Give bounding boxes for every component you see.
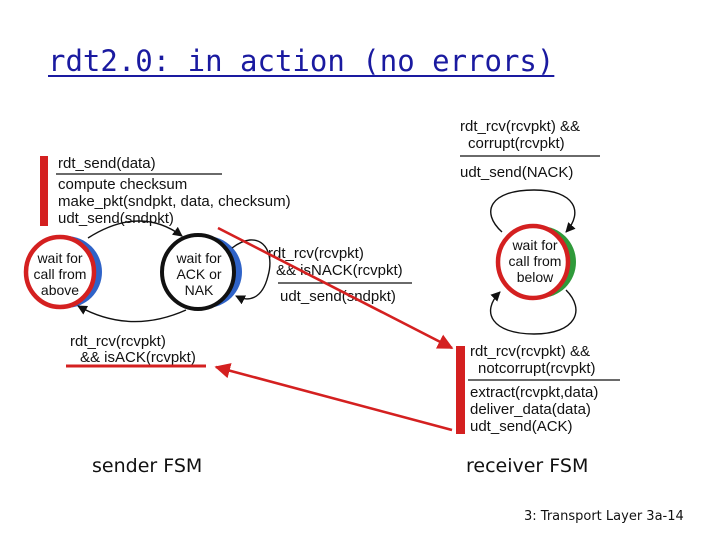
state-wait-ack-nak: wait for ACK or NAK	[160, 233, 242, 311]
transition-send-arrow	[87, 220, 183, 239]
send-action-1: compute checksum	[58, 176, 187, 193]
self-loop-nack-arrow	[231, 239, 271, 305]
state-wait-above-line-2: call from	[34, 266, 87, 282]
corrupt-event-line-2: corrupt(rcvpkt)	[468, 135, 565, 152]
send-event: rdt_send(data)	[58, 155, 156, 172]
sender-caption: sender FSM	[92, 455, 202, 477]
packet-flow-arrow	[217, 226, 454, 350]
send-action-2: make_pkt(sndpkt, data, checksum)	[58, 193, 291, 210]
ack-flow-arrow	[214, 363, 453, 432]
self-loop-corrupt-arrow	[490, 189, 576, 233]
receiver-fsm: rdt_rcv(rcvpkt) && corrupt(rcvpkt) udt_s…	[456, 118, 620, 477]
sender-fsm: wait for call from above wait for ACK or…	[23, 155, 412, 477]
send-action-3: udt_send(sndpkt)	[58, 210, 174, 227]
state-wait-call-above: wait for call from above	[23, 234, 102, 310]
ack-event-line-1: rdt_rcv(rcvpkt)	[70, 333, 166, 350]
state-wait-below-line-3: below	[517, 269, 554, 285]
nack-event-line-2: && isNACK(rcvpkt)	[276, 262, 403, 279]
receiver-caption: receiver FSM	[466, 455, 588, 477]
state-wait-below-line-1: wait for	[511, 237, 557, 253]
self-loop-ok-arrow	[489, 289, 577, 335]
receive-highlight-bar	[456, 346, 465, 434]
state-wait-below-line-2: call from	[509, 253, 562, 269]
state-wait-ack-line-1: wait for	[175, 250, 221, 266]
state-wait-above-line-1: wait for	[36, 250, 82, 266]
nack-action: udt_send(sndpkt)	[280, 288, 396, 305]
state-wait-above-line-3: above	[41, 282, 79, 298]
state-wait-call-below: wait for call from below	[495, 223, 576, 301]
corrupt-event-line-1: rdt_rcv(rcvpkt) &&	[460, 118, 580, 135]
transition-ack-arrow	[77, 305, 187, 323]
nack-event-line-1: rdt_rcv(rcvpkt)	[268, 245, 364, 262]
ack-event-line-2: && isACK(rcvpkt)	[80, 349, 196, 366]
state-wait-ack-line-2: ACK or	[176, 266, 221, 282]
state-wait-ack-line-3: NAK	[185, 282, 214, 298]
ok-action-1: extract(rcvpkt,data)	[470, 384, 598, 401]
corrupt-action: udt_send(NACK)	[460, 164, 573, 181]
ok-action-3: udt_send(ACK)	[470, 418, 573, 435]
slide-footer: 3: Transport Layer 3a-14	[524, 509, 684, 524]
ok-event-line-1: rdt_rcv(rcvpkt) &&	[470, 343, 590, 360]
ok-event-line-2: notcorrupt(rcvpkt)	[478, 360, 596, 377]
slide-title: rdt2.0: in action (no errors)	[48, 44, 555, 78]
ok-action-2: deliver_data(data)	[470, 401, 591, 418]
send-highlight-bar	[40, 156, 48, 226]
